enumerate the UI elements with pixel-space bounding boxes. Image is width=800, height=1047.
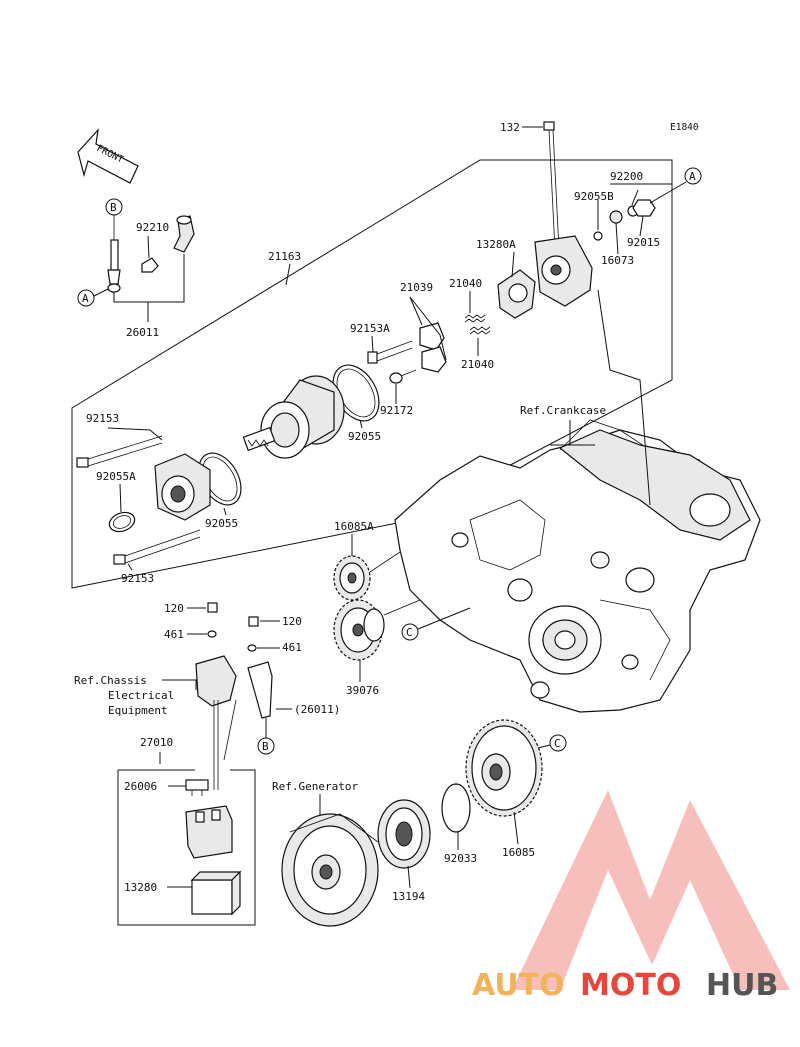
diagram-code: E1840: [670, 122, 699, 133]
label-26006: 26006: [124, 780, 157, 793]
spring-top: [464, 314, 486, 323]
label-461-right: 461: [282, 641, 302, 654]
starter-gear-16085: [465, 719, 543, 817]
label-92055B: 92055B: [574, 190, 614, 203]
idle-gear-16085A: [333, 555, 371, 601]
callout-c-mid: C: [406, 626, 413, 639]
label-13280: 13280: [124, 881, 157, 894]
label-16073: 16073: [601, 254, 634, 267]
label-21040-top: 21040: [449, 277, 482, 290]
washer-set: [593, 199, 656, 241]
label-120-left: 120: [164, 602, 184, 615]
label-13280A: 13280A: [476, 238, 516, 251]
label-461-left: 461: [164, 628, 184, 641]
flywheel-rotor: [281, 813, 379, 927]
gear-39076: [333, 599, 385, 661]
label-120-right: 120: [282, 615, 302, 628]
boot: [173, 215, 195, 253]
label-92055-upper: 92055: [348, 430, 381, 443]
ref-crankcase: Ref.Crankcase: [520, 404, 606, 417]
o-ring-92055A: [108, 511, 136, 533]
brush-holder: [497, 269, 536, 319]
label-27010: 27010: [140, 736, 173, 749]
callout-b-top: B: [110, 201, 117, 214]
ref-chassis-3: Equipment: [108, 704, 168, 717]
label-132: 132: [500, 121, 520, 134]
label-92210: 92210: [136, 221, 169, 234]
callout-b-bottom: B: [262, 740, 269, 753]
label-92172: 92172: [380, 404, 413, 417]
label-92033: 92033: [444, 852, 477, 865]
label-13194: 13194: [392, 890, 425, 903]
label-21163: 21163: [268, 250, 301, 263]
bolt-92153-upper: [76, 435, 163, 468]
label-92153A: 92153A: [350, 322, 390, 335]
bolts-120: [207, 602, 259, 652]
watermark-hub: HUB: [706, 968, 778, 1003]
bolt-92153A: [367, 340, 413, 364]
spring-bottom: [469, 326, 491, 335]
label-92055-lower: 92055: [205, 517, 238, 530]
ref-chassis-1: Ref.Chassis: [74, 674, 147, 687]
starter-assembly-outline: [71, 159, 673, 589]
label-26011: 26011: [126, 326, 159, 339]
label-92153-upper: 92153: [86, 412, 119, 425]
fuse-26006: [185, 779, 209, 796]
label-21039: 21039: [400, 281, 433, 294]
starter-relay-bracket: [195, 655, 273, 719]
label-39076: 39076: [346, 684, 379, 697]
brush-plate: [419, 322, 447, 373]
label-92015: 92015: [627, 236, 660, 249]
screw-92172: [389, 369, 417, 384]
label-92055A: 92055A: [96, 470, 136, 483]
watermark-auto: AUTO: [472, 968, 565, 1003]
starter-front-cover: [154, 453, 211, 521]
label-16085A: 16085A: [334, 520, 374, 533]
callout-c-right: C: [554, 737, 561, 750]
label-92200: 92200: [610, 170, 643, 183]
nut-92210: [141, 257, 159, 273]
ref-generator: Ref.Generator: [272, 780, 358, 793]
cable-26011: B A: [77, 198, 195, 307]
ref-chassis-2: Electrical: [108, 689, 174, 702]
starter-motor-body: [242, 375, 345, 459]
starter-clutch-13194: [377, 799, 431, 869]
label-21040-bottom: 21040: [461, 358, 494, 371]
front-arrow-icon: FRONT: [77, 128, 139, 184]
callout-a-left: A: [82, 292, 89, 305]
label-92153-lower: 92153: [121, 572, 154, 585]
bolt-132: [543, 121, 560, 251]
starter-relay: [185, 805, 242, 916]
watermark-moto: MOTO: [580, 968, 681, 1003]
bolt-92153-lower: [113, 529, 201, 565]
callout-a-top: A: [689, 170, 696, 183]
crankcase: [394, 419, 761, 713]
circlip-92033: [441, 783, 471, 833]
label-26011-ref: (26011): [294, 703, 340, 716]
watermark-logo: [512, 790, 790, 990]
starter-end-cover: [534, 235, 593, 307]
label-16085: 16085: [502, 846, 535, 859]
